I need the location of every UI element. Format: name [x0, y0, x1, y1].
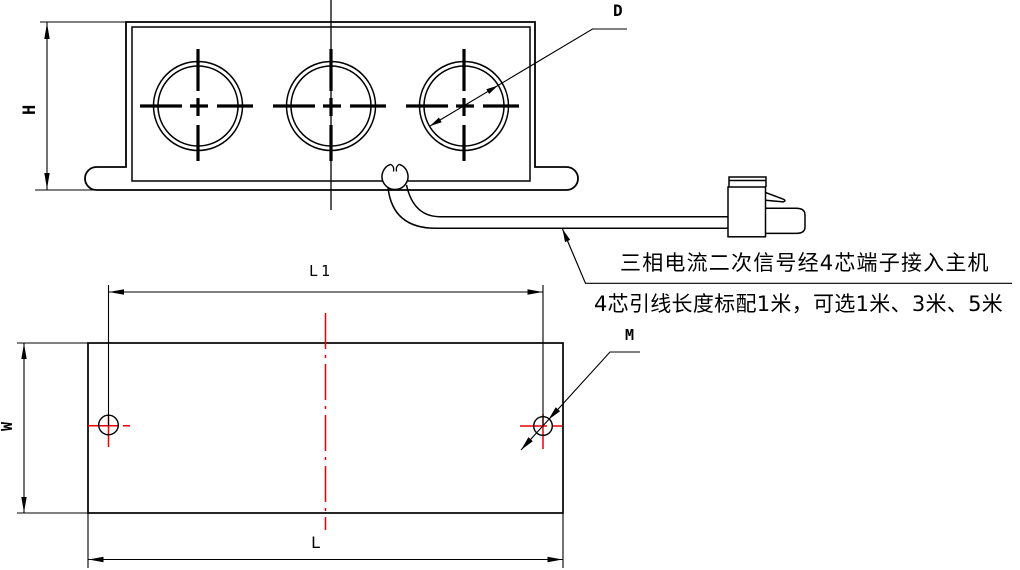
dim-label-l1: L1	[309, 262, 334, 280]
leader-d	[429, 28, 627, 127]
cable-gland-loop	[381, 163, 409, 191]
leader-d-arrowheads	[430, 85, 498, 126]
dim-label-w: W	[0, 411, 16, 431]
top-view	[35, 0, 1012, 284]
dimension-w	[17, 342, 88, 514]
hole-crosshairs	[140, 49, 519, 161]
connector-nose	[765, 207, 806, 235]
dim-label-l: L	[311, 533, 321, 552]
note-line-1: 三相电流二次信号经4芯端子接入主机	[620, 251, 990, 275]
dimension-l1	[107, 285, 544, 426]
connector-body	[727, 186, 767, 238]
connector-cap	[728, 176, 767, 187]
note-line-2: 4芯引线长度标配1米，可选1米、3米、5米	[594, 292, 1004, 316]
dimension-h	[35, 21, 126, 191]
leader-m	[520, 351, 640, 451]
connector-4pin	[727, 176, 806, 238]
dim-label-m: M	[625, 326, 635, 344]
dim-label-d: D	[613, 1, 623, 20]
centerlines-red	[88, 313, 562, 530]
dimension-l	[87, 513, 564, 568]
cable-note-leader	[561, 228, 1012, 284]
cable	[387, 184, 728, 230]
body-outer-outline	[84, 21, 579, 191]
cable-note-arrowhead	[562, 229, 571, 243]
dim-label-h: H	[20, 104, 40, 115]
leader-m-arrowheads	[521, 407, 561, 450]
bottom-view	[17, 285, 640, 568]
connector-latch	[765, 191, 786, 203]
body-inner-outline	[131, 26, 531, 182]
